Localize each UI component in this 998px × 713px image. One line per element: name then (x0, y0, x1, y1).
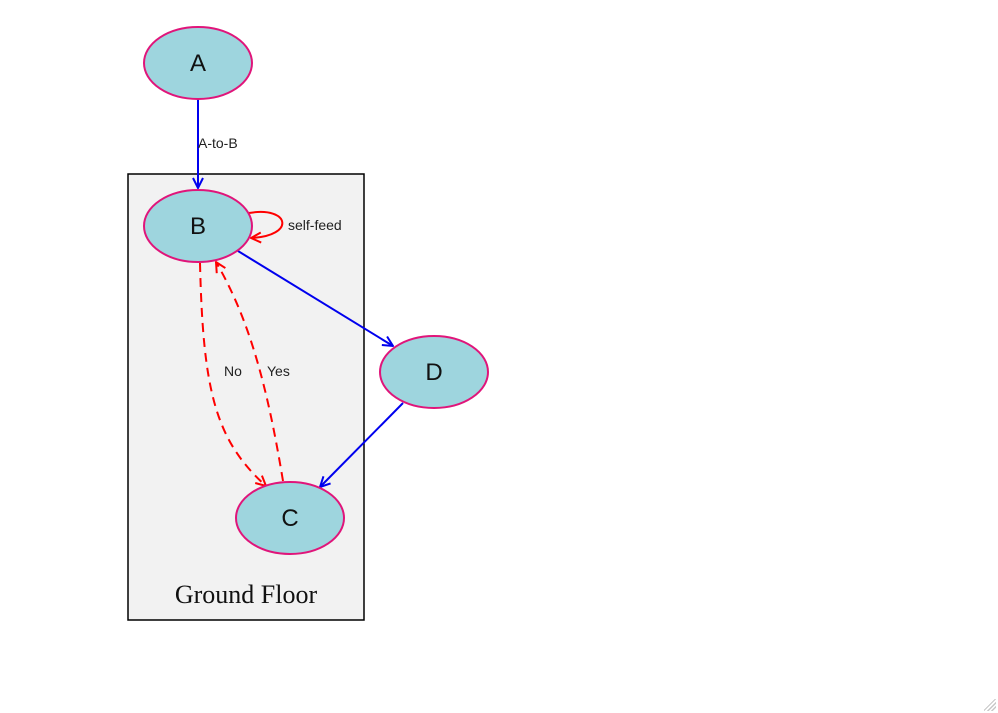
node-c[interactable]: C (235, 481, 345, 555)
node-d[interactable]: D (379, 335, 489, 409)
node-a[interactable]: A (143, 26, 253, 100)
node-c-shape (235, 481, 345, 555)
node-c-label: C (281, 505, 298, 532)
resize-grip-icon[interactable] (984, 699, 996, 711)
node-a-shape (143, 26, 253, 100)
edge-label-a-to-b: A-to-B (198, 135, 238, 151)
edge-b-self-feed (248, 210, 284, 238)
node-d-label: D (425, 359, 442, 386)
edge-b-to-c-no (199, 262, 266, 486)
edge-label-yes: Yes (267, 363, 290, 379)
edge-c-to-b-yes (216, 262, 284, 482)
edge-label-no: No (224, 363, 242, 379)
nodes: A B C D (143, 26, 489, 555)
edges: A-to-B self-feed No Yes (198, 99, 404, 487)
node-b-shape (143, 189, 253, 263)
node-b-label: B (190, 213, 206, 240)
edge-label-self-feed: self-feed (288, 217, 342, 233)
node-d-shape (379, 335, 489, 409)
edge-b-to-d (237, 250, 393, 346)
cluster-label: Ground Floor (175, 580, 318, 609)
node-b[interactable]: B (143, 189, 253, 263)
edge-d-to-c (320, 402, 404, 487)
node-a-label: A (190, 50, 206, 77)
